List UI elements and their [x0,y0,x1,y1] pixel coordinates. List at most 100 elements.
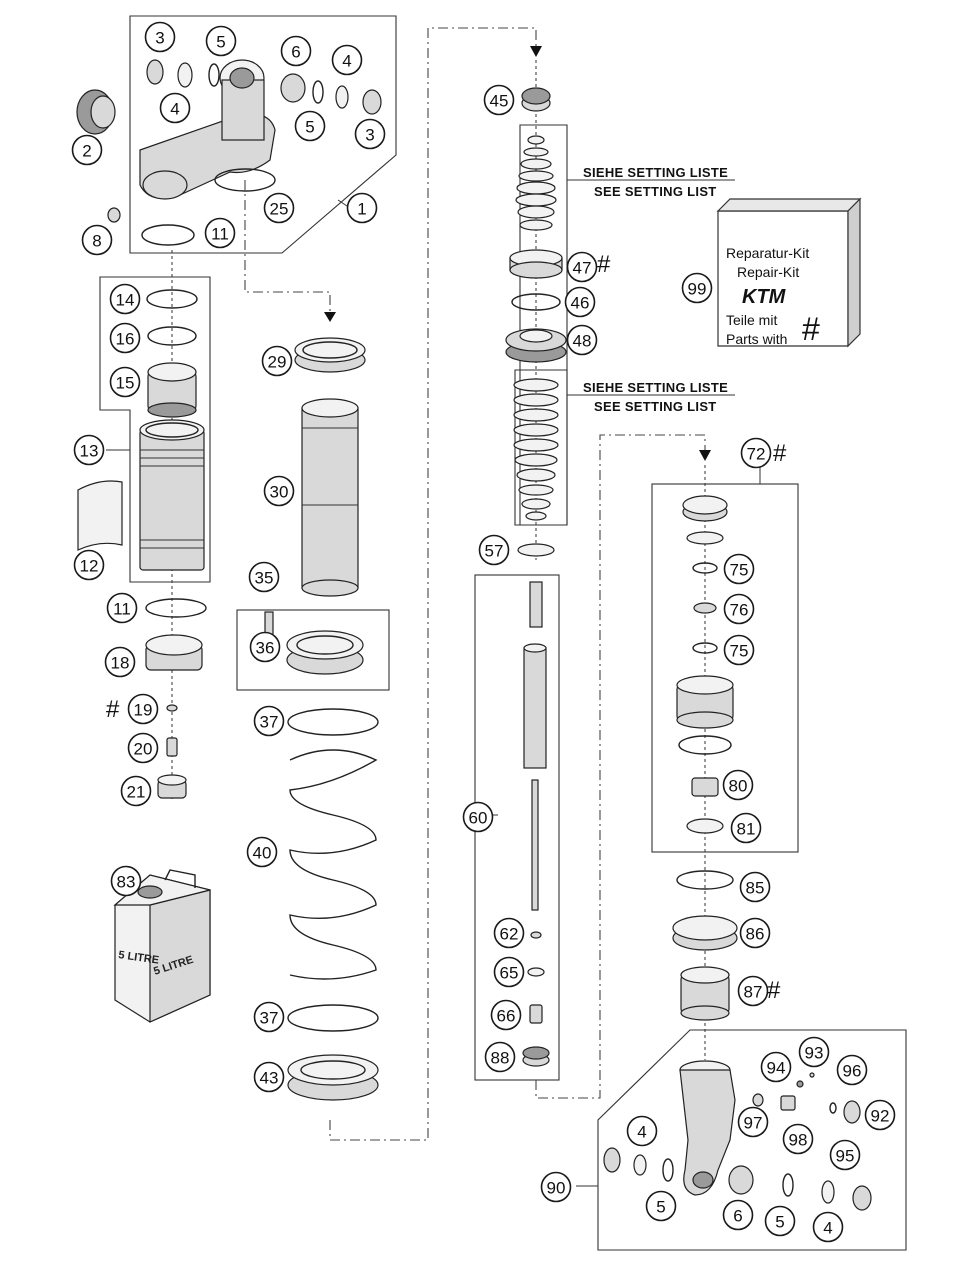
part-label-14: 14 [109,283,141,315]
part-label-circle [739,917,771,949]
part-label-19: 19 [127,693,159,725]
part-label-circle [730,812,762,844]
part-label-number: 80 [729,777,748,796]
oil-can: 5 LITRE 5 LITRE [113,869,211,1023]
piston-48 [505,328,567,363]
part-label-96: 96 [836,1054,868,1086]
part-label-76: 76 [723,593,755,625]
part-label-number: 8 [92,232,101,251]
shock-body-30 [301,398,359,597]
part-label-circle [144,21,176,53]
adjuster-ring-29 [294,337,366,373]
part-label-circle [109,283,141,315]
washer-65 [527,967,545,977]
part-label-number: 20 [134,740,153,759]
part-label-circle [73,434,105,466]
washer-57 [517,543,555,557]
nut-88 [522,1046,550,1067]
frame-reservoir-assembly [99,276,211,583]
part-label-12: 12 [73,549,105,581]
part-label-circle [104,646,136,678]
part-label-circle [81,224,113,256]
oil-can-side-label: 5 LITRE [118,949,160,967]
part-label-circle [645,1190,677,1222]
lower-eye-90 [679,1060,736,1196]
part-label-number: 97 [744,1114,763,1133]
ktm-logo: KTM [742,286,787,308]
part-label-number: 76 [730,601,749,620]
part-label-circle [280,35,312,67]
part-label-11: 11 [204,217,236,249]
part-label-circle [73,549,105,581]
part-label-number: 18 [111,654,130,673]
part-label-number: 30 [270,483,289,502]
nut-45 [521,87,551,112]
part-label-circle [253,1061,285,1093]
arrow-down-icon [530,46,542,57]
valve-body [676,675,734,729]
part-label-circle [249,631,281,663]
part-label-99: 99 [681,272,713,304]
part-label-8: 8 [81,224,113,256]
frame-lower-linkage [597,1029,907,1251]
part-label-number: 16 [116,330,135,349]
part-label-number: 85 [746,879,765,898]
part-label-62: 62 [493,917,525,949]
circlip-85 [676,870,734,890]
part-label-circle [798,1036,830,1068]
part-label-number: 94 [767,1059,786,1078]
shim-stack-lower [513,378,559,521]
part-label-36: 36 [249,631,281,663]
ring-5-right [782,1173,794,1197]
part-label-number: 19 [134,701,153,720]
part-label-number: 47 [573,259,592,278]
bushing-80 [691,777,719,797]
part-label-75: 75 [723,553,755,585]
part-label-number: 5 [216,33,225,52]
o-ring-valve [678,735,732,755]
part-label-circle [263,192,295,224]
part-label-number: 11 [113,600,131,619]
setting-note-lower-de: SIEHE SETTING LISTE [583,380,728,395]
valve-20 [166,737,178,757]
part-label-circle [836,1054,868,1086]
part-label-circle [248,561,280,593]
shim-stack-upper [515,135,557,231]
bushings-top-right [280,73,382,115]
part-label-13: 13 [73,434,105,466]
part-label-circle [261,345,293,377]
adjuster-98 [780,1095,796,1111]
part-label-circle [263,475,295,507]
part-label-number: 92 [871,1107,890,1126]
part-label-number: 3 [155,29,164,48]
part-label-43: 43 [253,1061,285,1093]
shim-76 [693,602,717,614]
part-label-circle [739,871,771,903]
part-label-number: 1 [357,200,366,219]
part-label-number: 37 [260,713,279,732]
part-label-circle [864,1099,896,1131]
part-label-90: 90 [540,1171,572,1203]
part-label-2: 2 [71,134,103,166]
reservoir-cap [76,89,116,135]
part-label-circle [737,975,769,1007]
part-label-number: 99 [688,280,707,299]
bushing-6-bottom [728,1165,754,1195]
part-label-number: 4 [342,52,351,71]
arrow-down-icon [699,450,711,461]
valve-97 [752,1093,764,1107]
part-label-circle [483,84,515,116]
o-ring-46 [511,293,561,311]
part-label-number: 75 [730,561,749,580]
part-label-number: 5 [656,1198,665,1217]
part-label-circle [346,192,378,224]
part-label-number: 5 [775,1213,784,1232]
bushing-4-left [603,1147,621,1173]
part-label-circle [106,592,138,624]
part-label-circle [71,134,103,166]
part-label-number: 93 [805,1044,824,1063]
washer-81 [686,818,724,834]
lock-ring-36 [286,630,364,675]
ring-5-left [662,1158,674,1182]
o-ring-11-bottom [145,598,207,618]
